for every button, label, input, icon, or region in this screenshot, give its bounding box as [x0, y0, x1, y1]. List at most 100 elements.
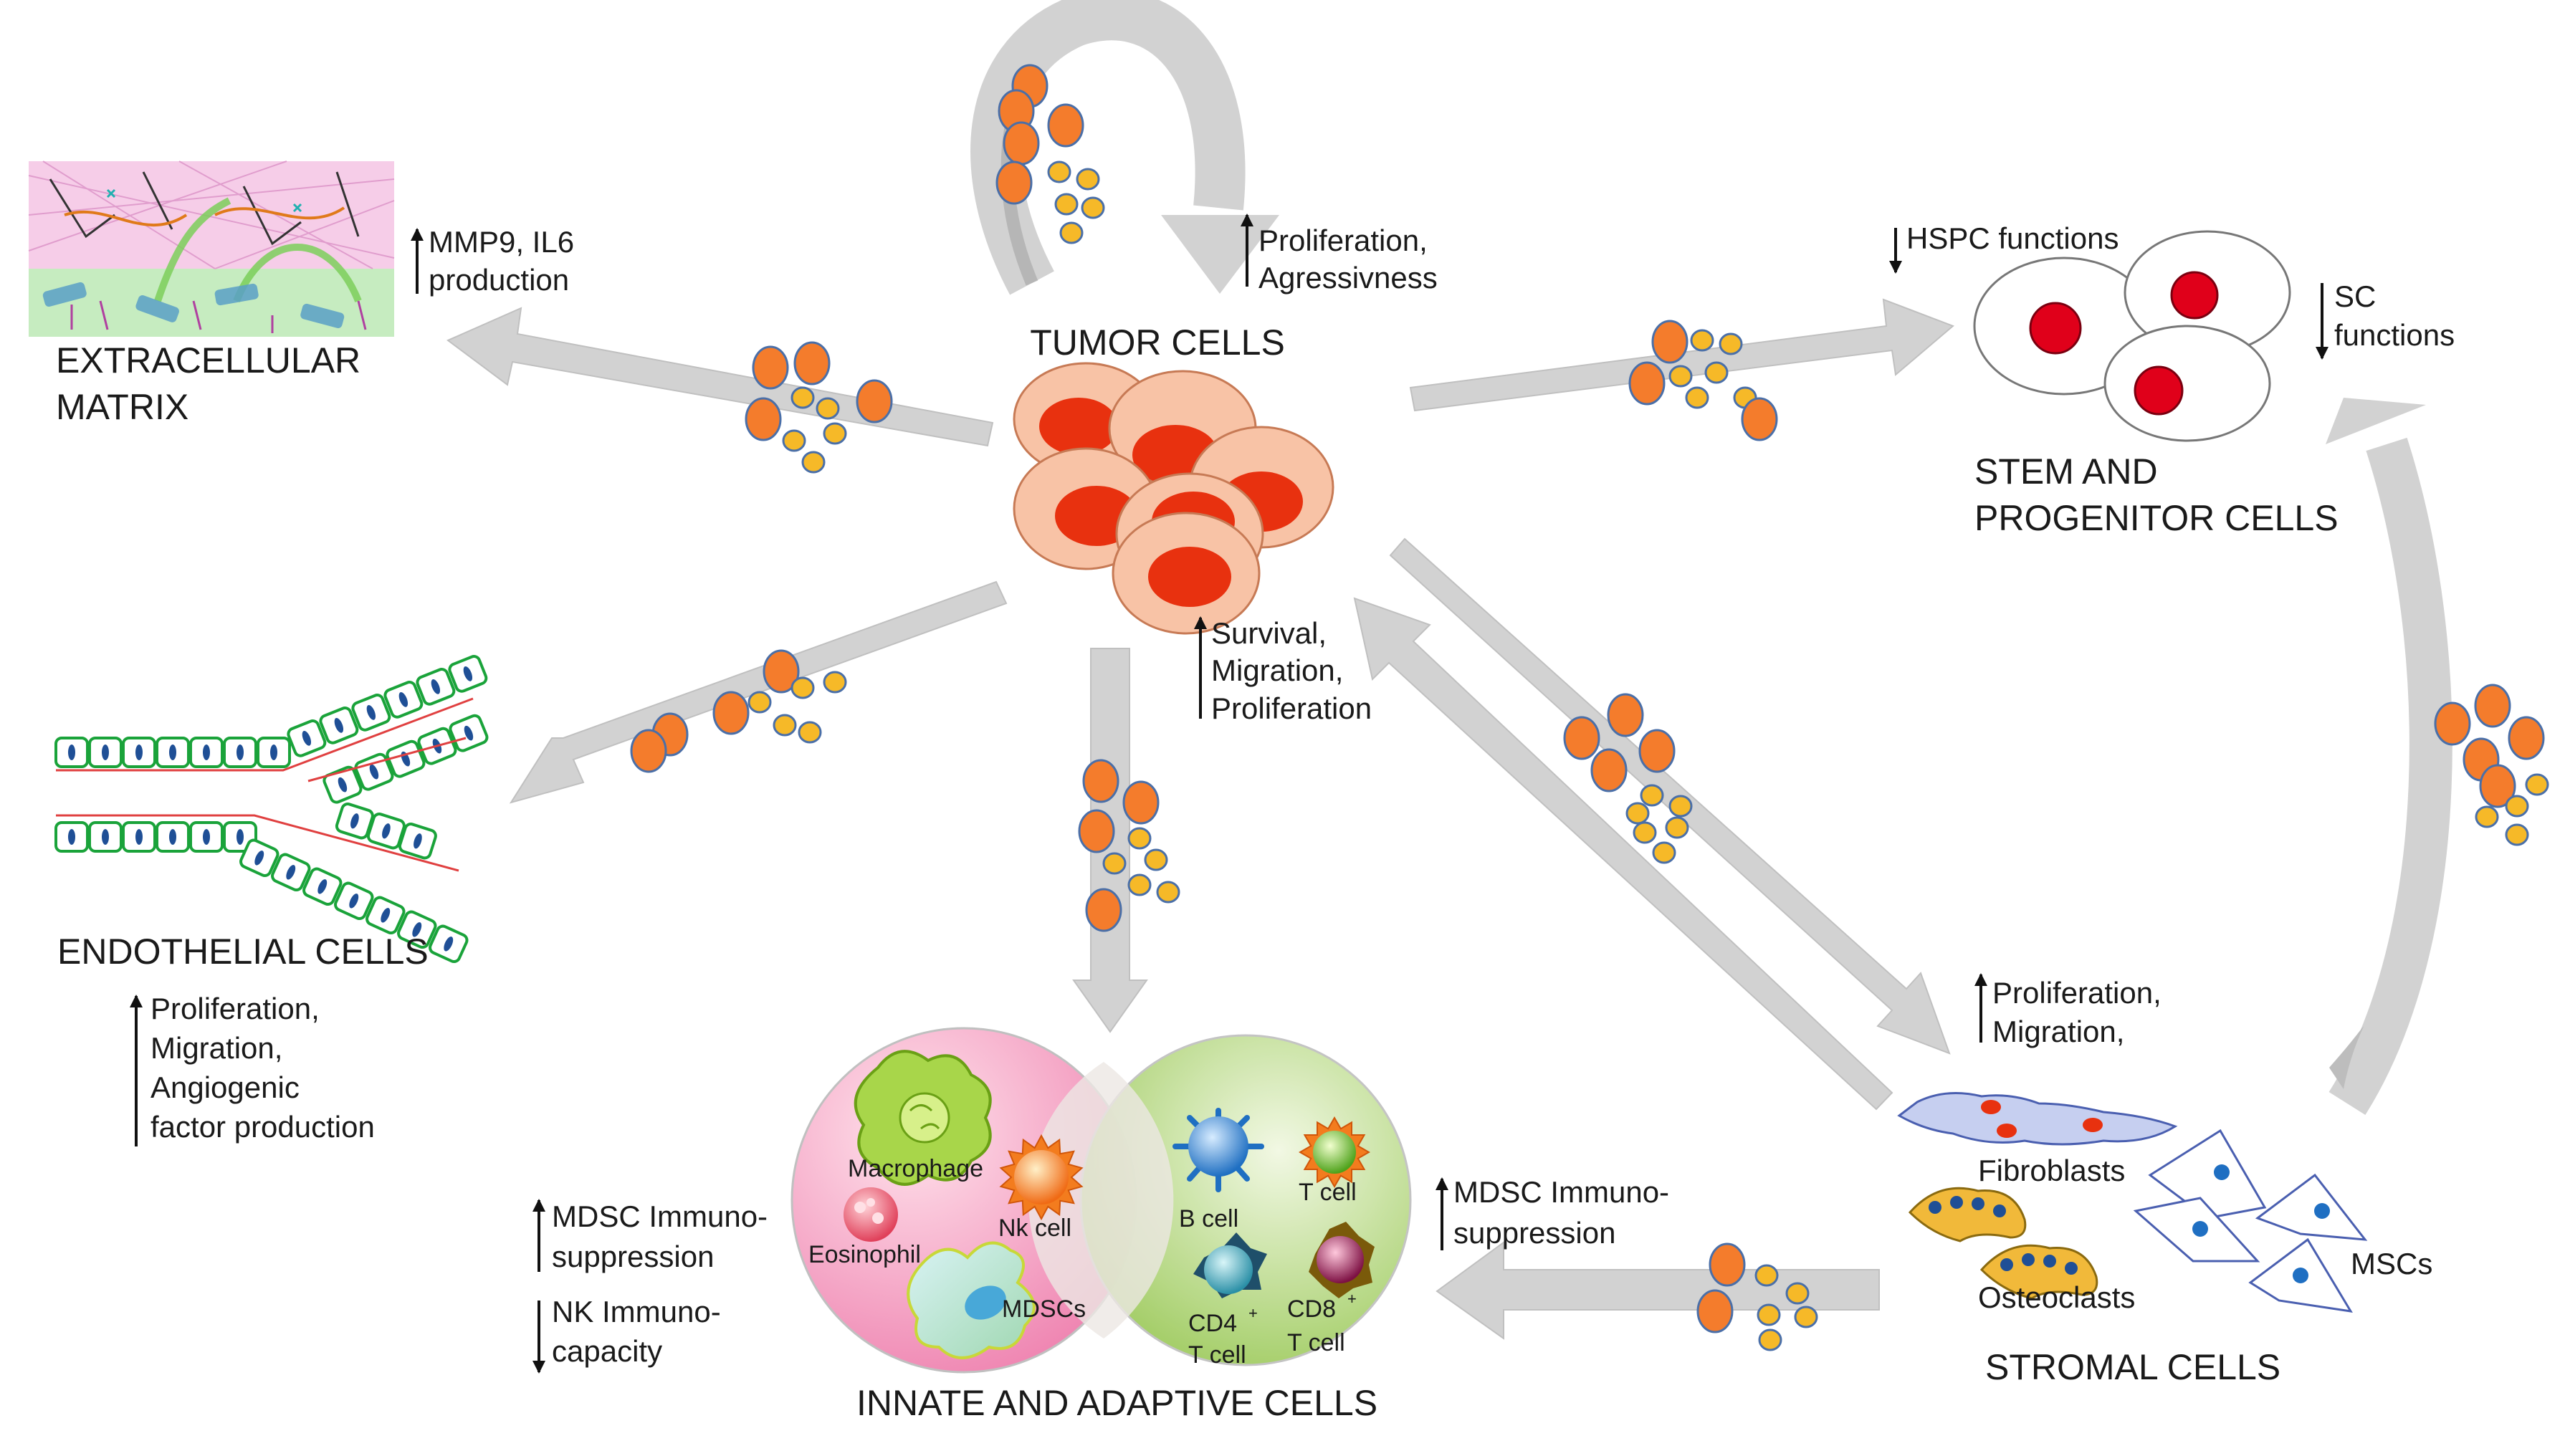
endothelial-cell: [189, 737, 224, 768]
tumor-vesicle: [1709, 1242, 1746, 1287]
endothelial-cell: [223, 737, 257, 768]
t-cell-icon: [1299, 1116, 1370, 1188]
mdsc-right-effect-line2: suppression: [1453, 1216, 1615, 1250]
up-arrow-icon: [1436, 1177, 1448, 1250]
eosinophil-icon: [844, 1187, 898, 1242]
t-cell-label: T cell: [1299, 1179, 1357, 1206]
endothelial-cell: [351, 694, 391, 732]
exosome-vesicle: [798, 721, 822, 744]
endothelial-cell: [257, 737, 291, 768]
stromal-cell-cluster: [1897, 1092, 2368, 1313]
up-arrow-icon: [1241, 214, 1253, 287]
endothelial-cell-row: [54, 737, 291, 768]
tumor-vesicle: [630, 729, 667, 773]
up-arrow-icon: [1194, 616, 1207, 719]
tumor-vesicle: [1122, 780, 1160, 825]
mdsc-left-effect-line1: MDSC Immuno-: [552, 1199, 768, 1233]
endothelial-cell: [366, 896, 406, 935]
down-arrow-icon: [1889, 228, 1902, 274]
b-cell-label: B cell: [1179, 1205, 1238, 1232]
exosome-vesicle: [1102, 852, 1127, 875]
ecm-effect-line1: MMP9, IL6: [429, 225, 574, 259]
endothelial-cell: [383, 681, 424, 719]
exosome-vesicle: [801, 451, 826, 474]
tumor-vesicle: [1590, 748, 1628, 792]
endothelial-cell: [239, 838, 280, 878]
endothelial-cell: [88, 737, 123, 768]
tumor-vesicle: [1078, 809, 1115, 853]
exosome-vesicle: [1059, 221, 1084, 244]
stromal-title: STROMAL CELLS: [1985, 1347, 2280, 1387]
endothelial-cell-row: [239, 838, 469, 964]
endothelial-cell: [302, 867, 343, 906]
vesicles-stromal-to-stem: [2434, 684, 2549, 846]
exosome-vesicle: [2505, 823, 2529, 846]
b-cell-icon: [1172, 1108, 1264, 1192]
tumor-from-stroma-effect-line3: Proliferation: [1211, 691, 1372, 725]
endothelial-cell: [54, 737, 89, 768]
exosome-vesicle: [823, 422, 847, 445]
arrows-layer: [446, 0, 2452, 1340]
stromal-effect-line2: Migration,: [1992, 1015, 2124, 1048]
endothelial-effect-line3: Angiogenic: [151, 1071, 300, 1104]
ecm-effect-line2: production: [429, 263, 569, 297]
endothelial-cell: [122, 737, 156, 768]
up-arrow-icon: [1974, 973, 1987, 1043]
stromal-effect-line1: Proliferation,: [1992, 976, 2162, 1010]
tumor-self-effect-line2: Agressivness: [1258, 261, 1438, 294]
tumor-vesicle: [995, 161, 1033, 205]
tumor-vesicle: [2474, 684, 2511, 728]
tumor-vesicle: [1003, 121, 1040, 166]
endothelial-cell: [429, 924, 469, 964]
up-arrow-icon: [130, 995, 143, 1146]
exosome-vesicle: [1794, 1306, 1818, 1328]
endothelial-effect-line2: Migration,: [151, 1031, 282, 1065]
endothelial-cell: [88, 821, 123, 853]
arrow-tumor-self-loop: [970, 0, 1279, 295]
endothelial-cell: [397, 910, 437, 949]
cd8-superscript: +: [1347, 1290, 1357, 1308]
endothelial-title: ENDOTHELIAL CELLS: [57, 931, 429, 972]
mdsc-left-effect-line2: suppression: [552, 1240, 714, 1273]
endothelial-cell: [354, 752, 394, 791]
exosome-vesicle: [773, 714, 797, 737]
endothelial-cell: [366, 813, 406, 850]
sc-effect-line2: functions: [2334, 318, 2455, 352]
endothelial-cell-row: [54, 821, 257, 853]
hspc-effect-line1: HSPC functions: [1906, 221, 2119, 255]
tumor-cell-cluster: [1013, 362, 1334, 635]
vesicles-to-endothelial: [630, 649, 847, 773]
endothelial-effect-line1: Proliferation,: [151, 992, 320, 1025]
vesicles-stromal-to-tumor: [1563, 693, 1693, 864]
exosome-vesicle: [1633, 821, 1657, 844]
up-arrow-icon: [532, 1199, 545, 1272]
tumor-vesicle: [1563, 716, 1600, 760]
nk-left-effect-line2: capacity: [552, 1334, 662, 1368]
tumor-vesicle: [1638, 729, 1676, 773]
up-arrow-icon: [411, 228, 424, 294]
osteoclasts-label: Osteoclasts: [1978, 1280, 2135, 1314]
endothelial-cell: [156, 821, 190, 853]
tumor-vesicle: [712, 691, 750, 735]
endothelial-cell-row: [287, 655, 488, 757]
endothelial-cell: [416, 668, 456, 706]
tumor-vesicle: [2434, 701, 2471, 746]
exosome-vesicle: [816, 397, 840, 420]
exosome-vesicle: [2525, 773, 2549, 796]
tumor-from-stroma-effect-line1: Survival,: [1211, 616, 1327, 650]
exosome-vesicle: [1719, 332, 1743, 355]
tumor-vesicle: [1085, 888, 1122, 932]
exosome-vesicle: [1652, 841, 1676, 864]
endothelial-cell: [398, 823, 437, 860]
exosome-vesicle: [2475, 805, 2499, 828]
mscs-label: MSCs: [2351, 1247, 2432, 1280]
endothelial-cell: [386, 739, 426, 778]
exosome-vesicle: [747, 691, 772, 714]
mdsc-right-effect-line1: MDSC Immuno-: [1453, 1175, 1669, 1209]
cd4-superscript: +: [1248, 1304, 1258, 1322]
cd4-t-cell-label: T cell: [1188, 1341, 1246, 1369]
tumor-vesicle: [1628, 361, 1666, 406]
tumor-from-stroma-effect-line2: Migration,: [1211, 653, 1343, 687]
macrophage-label: Macrophage: [848, 1155, 983, 1182]
